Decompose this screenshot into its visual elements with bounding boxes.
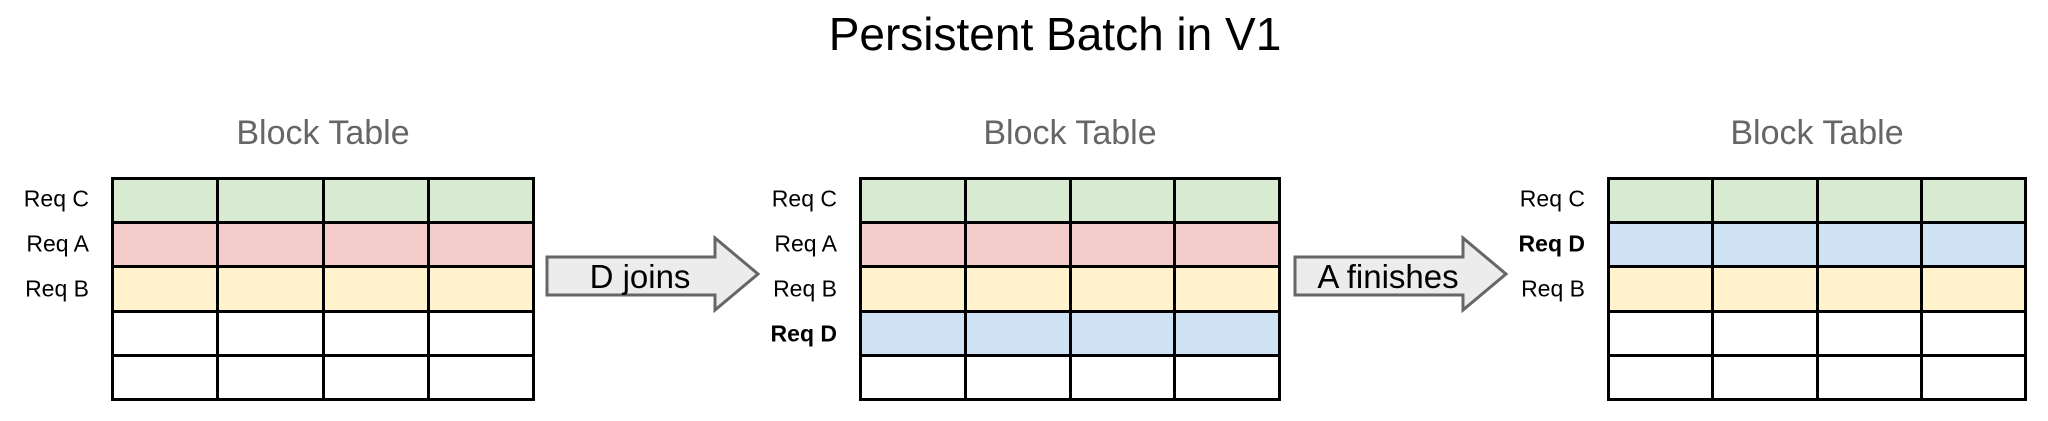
block-cell <box>1714 180 1816 222</box>
block-cell <box>1714 268 1816 310</box>
block-cell <box>966 312 1069 354</box>
block-table-grid-1 <box>111 177 535 401</box>
block-cell <box>862 312 964 354</box>
block-cell <box>219 312 322 354</box>
block-cell <box>219 224 322 266</box>
block-cell <box>219 180 322 222</box>
block-cell <box>1818 224 1920 266</box>
row-label: Req C <box>1519 185 1585 212</box>
block-cell <box>1922 224 2024 266</box>
block-cell <box>429 312 532 354</box>
block-cell <box>1071 356 1174 398</box>
block-table-grid-3 <box>1607 177 2027 401</box>
block-cell <box>862 180 964 222</box>
block-cell <box>324 268 427 310</box>
block-cell <box>1818 180 1920 222</box>
right-arrow-shape <box>1293 234 1509 314</box>
block-cell <box>219 268 322 310</box>
block-cell <box>114 356 217 398</box>
block-cell <box>324 180 427 222</box>
block-cell <box>429 356 532 398</box>
block-cell <box>1818 356 1920 398</box>
block-cell <box>1922 180 2024 222</box>
row-label: Req B <box>1521 275 1585 302</box>
page-title: Persistent Batch in V1 <box>828 8 1282 60</box>
row-label: Req D <box>1518 230 1585 257</box>
block-cell <box>1818 312 1920 354</box>
block-cell <box>1071 224 1174 266</box>
block-table-heading-2: Block Table <box>983 114 1157 152</box>
block-cell <box>966 356 1069 398</box>
block-table-grid-2 <box>859 177 1281 401</box>
block-cell <box>1176 312 1278 354</box>
block-cell <box>1176 268 1278 310</box>
block-cell <box>219 356 322 398</box>
block-cell <box>966 224 1069 266</box>
block-cell <box>324 224 427 266</box>
row-label: Req B <box>773 275 837 302</box>
block-cell <box>862 268 964 310</box>
block-cell <box>1610 180 1712 222</box>
block-cell <box>1610 356 1712 398</box>
block-cell <box>429 180 532 222</box>
block-cell <box>1714 312 1816 354</box>
block-cell <box>114 180 217 222</box>
block-table-heading-1: Block Table <box>236 114 410 152</box>
block-cell <box>1922 268 2024 310</box>
row-label: Req C <box>23 185 89 212</box>
block-cell <box>862 356 964 398</box>
block-cell <box>1818 268 1920 310</box>
block-cell <box>1922 312 2024 354</box>
arrow-label: A finishes <box>1317 258 1458 295</box>
block-cell <box>114 268 217 310</box>
block-cell <box>1071 180 1174 222</box>
d-joins-arrow: D joins <box>545 234 761 314</box>
row-label: Req D <box>770 320 837 347</box>
block-cell <box>1714 356 1816 398</box>
block-cell <box>966 180 1069 222</box>
block-cell <box>966 268 1069 310</box>
arrow-label: D joins <box>590 258 691 295</box>
right-arrow-shape <box>545 234 761 314</box>
block-table-heading-3: Block Table <box>1730 114 1904 152</box>
block-cell <box>1071 312 1174 354</box>
block-cell <box>1176 180 1278 222</box>
row-label: Req C <box>771 185 837 212</box>
block-cell <box>1610 268 1712 310</box>
block-cell <box>1714 224 1816 266</box>
row-label: Req A <box>774 230 837 257</box>
block-cell <box>324 312 427 354</box>
block-cell <box>429 224 532 266</box>
block-cell <box>862 224 964 266</box>
block-cell <box>1922 356 2024 398</box>
block-cell <box>1176 356 1278 398</box>
block-cell <box>114 224 217 266</box>
block-cell <box>1176 224 1278 266</box>
block-cell <box>1071 268 1174 310</box>
row-label: Req A <box>26 230 89 257</box>
a-finishes-arrow: A finishes <box>1293 234 1509 314</box>
block-cell <box>114 312 217 354</box>
block-cell <box>1610 312 1712 354</box>
block-cell <box>429 268 532 310</box>
block-cell <box>1610 224 1712 266</box>
block-cell <box>324 356 427 398</box>
row-label: Req B <box>25 275 89 302</box>
